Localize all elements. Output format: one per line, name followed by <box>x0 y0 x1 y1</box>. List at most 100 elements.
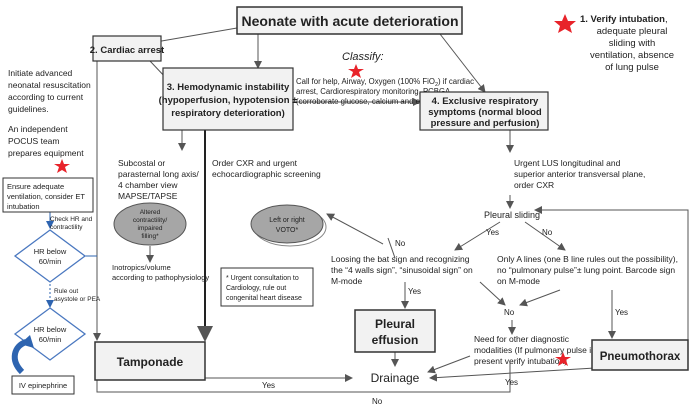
cardiac-arrest-box: 2. Cardiac arrest <box>90 35 165 62</box>
only-a-line2: no “pulmonary pulse”± lung point. Barcod… <box>497 265 675 275</box>
pocus-line1: An independent <box>8 124 68 134</box>
verify-bold: 1. Verify intubation <box>580 14 665 25</box>
ensure-line1: Ensure adequate <box>7 182 64 191</box>
arrow-only-a-to-no-center <box>519 289 561 307</box>
arrow-main-to-resp <box>439 33 486 93</box>
star-icon <box>555 352 571 366</box>
left-column: Initiate advanced neonatal resuscitation… <box>2 68 101 395</box>
classify-line2: arrest, Cardiorespiratory monitoring, PC… <box>296 87 451 96</box>
only-a-line3: on M-mode <box>497 276 540 286</box>
star-icon <box>54 159 70 173</box>
verify-line5: of lung pulse <box>605 62 659 73</box>
subcostal-line1: Subcostal or <box>118 158 165 168</box>
need-other-line2: modalities (If pulmonary pulse is <box>474 345 595 355</box>
resuscitation-pathway <box>46 212 97 308</box>
verify-line2: adequate pleural <box>597 26 668 37</box>
subcostal-line3: 4 chamber view <box>118 180 178 190</box>
yes-label-sliding: Yes <box>486 228 499 237</box>
urgent-consult-box <box>220 267 314 307</box>
altered-oval <box>113 202 187 246</box>
connectors <box>93 27 689 393</box>
respiratory-box: 4. Exclusive respiratory symptoms (norma… <box>419 91 549 131</box>
arrow-need-to-drainage <box>427 355 471 374</box>
yes-label-pneumo: Yes <box>615 308 628 317</box>
lus-line1: Urgent LUS longitudinal and <box>514 158 621 168</box>
hr-diamond-2 <box>13 307 87 361</box>
hemo-line1: 3. Hemodynamic instability <box>167 82 290 93</box>
pleural-effusion-box: Pleural effusion <box>354 309 436 353</box>
altered-line1: Altered <box>140 209 161 216</box>
loosing-line1: Loosing the bat sign and recognizing <box>331 254 470 264</box>
pleural-effusion-line1: Pleural <box>375 317 415 331</box>
order-cxr-line2: echocardiographic screening <box>212 169 321 179</box>
voto-line1: Left or right <box>269 217 304 224</box>
ensure-line3: intubation <box>7 202 40 211</box>
lus-line2: superior anterior transversal plane, <box>514 169 645 179</box>
tamponade-label: Tamponade <box>117 355 184 369</box>
resp-line3: pressure and perfusion) <box>431 118 540 129</box>
arrow-loosing-to-no-center <box>479 281 506 306</box>
right-column: Urgent LUS longitudinal and superior ant… <box>331 158 678 366</box>
check-hr-line2: contractility <box>50 224 83 231</box>
classify-title: Classify: <box>342 51 384 63</box>
altered-line4: filling* <box>141 233 159 240</box>
classify-l1-sub: 2 <box>435 82 438 88</box>
arrow-no-to-voto <box>326 213 384 245</box>
arrow-bottom-loop <box>96 362 511 393</box>
altered-line2: contractility/ <box>133 217 168 224</box>
no-label-bottom: No <box>372 397 383 406</box>
altered-line3: impaired <box>138 225 163 232</box>
hr1-line2: 60/min <box>39 257 62 266</box>
loop-arrow-icon <box>11 339 28 375</box>
arrow-sliding-to-only-a <box>524 221 566 251</box>
rule-out-line2: asystole or PEA <box>54 296 101 303</box>
pneumothorax-box: Pneumothorax <box>591 339 689 371</box>
classify-line3: (corroborate glucose, calcium and electr… <box>296 97 458 106</box>
drainage-label: Drainage <box>371 371 420 385</box>
loop-arrowhead-icon <box>20 335 34 348</box>
classify-l1: Call for help, Airway, Oxygen (100% FiO <box>296 77 435 86</box>
classify-l1-end: ) if cardiac <box>438 77 474 86</box>
verify-rest: , <box>665 14 668 25</box>
no-label-center: No <box>504 308 515 317</box>
hemodynamic-box: 3. Hemodynamic instability (hypoperfusio… <box>159 67 298 131</box>
hemo-line2: (hypoperfusion, hypotension ± <box>159 95 298 106</box>
ensure-line2: ventilation, consider ET <box>7 192 85 201</box>
hemo-line3: respiratory deterioration) <box>171 108 285 119</box>
arrow-pneumo-to-drainage <box>429 367 596 382</box>
only-a-line1: Only A lines (one B line rules out the p… <box>497 254 678 264</box>
voto-oval <box>250 204 324 244</box>
star-icon <box>348 64 364 78</box>
star-icon <box>554 14 576 33</box>
loosing-line2: the “4 walls sign”, “sinusoidal sign” on <box>331 265 473 275</box>
yes-label-tamponade: Yes <box>262 381 275 390</box>
pneumothorax-label: Pneumothorax <box>600 351 681 363</box>
main-box-frame <box>236 6 463 35</box>
pocus-line2: POCUS team <box>8 136 60 146</box>
urgent-consult-line2: Cardiology, rule out <box>226 285 286 292</box>
hr1-line1: HR below <box>34 247 67 256</box>
main-box: Neonate with acute deterioration <box>236 6 463 35</box>
inotropics-line1: Inotropics/volume <box>112 263 171 272</box>
initiate-line4: guidelines. <box>8 104 49 114</box>
subcostal-line4: MAPSE/TAPSE <box>118 191 178 201</box>
middle-column: Subcostal or parasternal long axis/ 4 ch… <box>112 158 327 307</box>
verify-line3: sliding with <box>609 38 655 49</box>
subcostal-line2: parasternal long axis/ <box>118 169 199 179</box>
arrow-main-to-cardiac <box>149 27 238 46</box>
respiratory-frame <box>419 91 549 131</box>
tamponade-box: Tamponade <box>94 341 206 381</box>
hr2-line1: HR below <box>34 325 67 334</box>
no-label-sliding: No <box>542 228 553 237</box>
arrow-sliding-to-loosing <box>454 221 501 251</box>
cardiac-arrest-frame <box>92 35 162 62</box>
initiate-line1: Initiate advanced <box>8 68 73 78</box>
classify-line1: Call for help, Airway, Oxygen (100% FiO2… <box>296 77 474 88</box>
rule-out-line1: Rule out <box>54 288 78 295</box>
verify-note: 1. Verify intubation, adequate pleural s… <box>554 14 674 73</box>
pocus-line3: prepares equipment <box>8 148 84 158</box>
epinephrine-box <box>11 375 75 395</box>
pleural-sliding-label: Pleural sliding <box>484 210 540 220</box>
need-other-line3: present verify intubation) <box>474 356 567 366</box>
epinephrine-label: IV epinephrine <box>19 381 67 390</box>
